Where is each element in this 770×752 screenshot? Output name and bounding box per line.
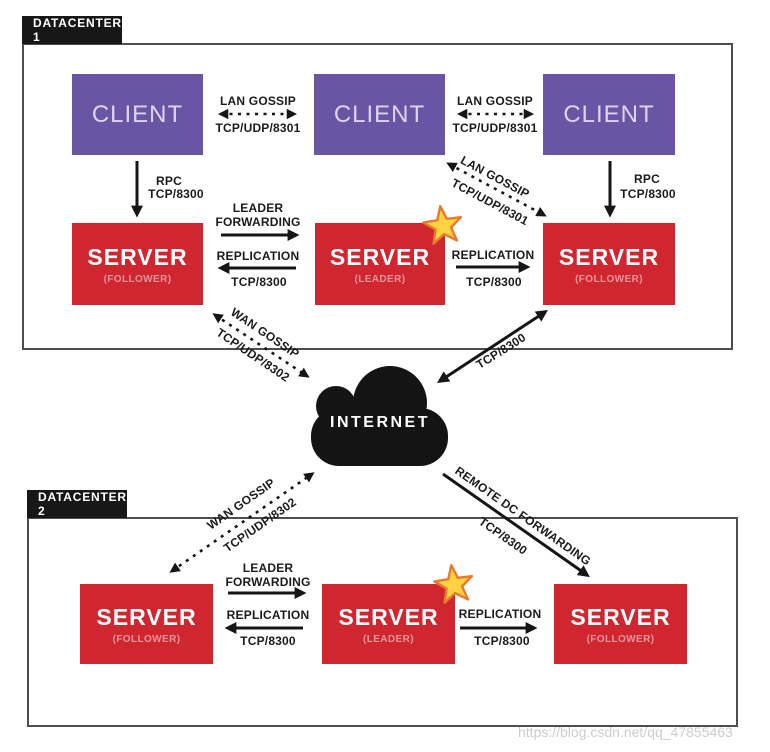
lan-gossip-title: LAN GOSSIP [456, 94, 534, 108]
dc1-client-box-3: CLIENT [543, 74, 675, 155]
replication-title: REPLICATION [216, 249, 300, 263]
wan-gossip-lower-arrow [169, 472, 315, 573]
client-label: CLIENT [333, 100, 426, 128]
dc1-server-box-follower-1: SERVER (FOLLOWER) [72, 223, 203, 305]
dc1-server-box-follower-2: SERVER (FOLLOWER) [543, 223, 675, 305]
internet-cloud-icon [311, 366, 448, 466]
lan-gossip-diagonal-arrow [446, 162, 547, 217]
server-label: SERVER [338, 603, 439, 630]
rpc-title: RPC [634, 172, 660, 186]
replication-title: REPLICATION [226, 608, 310, 622]
leader-forwarding-title-line2: FORWARDING [225, 575, 311, 589]
replication-port: TCP/8300 [240, 634, 296, 648]
watermark: https://blog.csdn.net/qq_47855463 [518, 724, 733, 740]
server-role-label: (FOLLOWER) [575, 273, 643, 285]
replication-title: REPLICATION [451, 248, 535, 262]
leader-star-icon-dc1 [422, 204, 463, 245]
replication-title: REPLICATION [458, 607, 542, 621]
datacenter1-tab: DATACENTER 1 [22, 16, 122, 44]
internet-label: INTERNET [330, 414, 430, 431]
client-label: CLIENT [91, 100, 184, 128]
server-label: SERVER [87, 243, 188, 270]
leader-forwarding-title-line1: LEADER [242, 561, 294, 575]
replication-port: TCP/8300 [466, 275, 522, 289]
dc2-server-box-follower-2: SERVER (FOLLOWER) [554, 584, 687, 664]
rpc-port: TCP/8300 [620, 187, 676, 201]
server-label: SERVER [96, 603, 197, 630]
datacenter2-tab: DATACENTER 2 [27, 490, 127, 518]
dc2-server-box-leader: SERVER (LEADER) [322, 584, 455, 664]
dc1-client-box-2: CLIENT [314, 74, 445, 155]
rpc-port: TCP/8300 [148, 187, 204, 201]
server-role-label: (LEADER) [363, 633, 414, 645]
replication-port: TCP/8300 [231, 275, 287, 289]
server-role-label: (LEADER) [354, 273, 406, 285]
datacenter2-panel [27, 517, 738, 727]
rpc-title: RPC [156, 174, 182, 188]
server-role-label: (FOLLOWER) [112, 633, 181, 645]
wan-gossip-upper-arrow [212, 313, 310, 378]
server-label: SERVER [558, 243, 660, 270]
leader-star-icon-dc2 [433, 563, 474, 604]
lan-gossip-title: LAN GOSSIP [219, 94, 297, 108]
dc2-server-box-follower-1: SERVER (FOLLOWER) [80, 584, 213, 664]
server-role-label: (FOLLOWER) [103, 273, 172, 285]
lan-gossip-port: TCP/UDP/8301 [215, 121, 301, 135]
client-label: CLIENT [563, 100, 655, 128]
leader-forwarding-title-line1: LEADER [232, 201, 284, 215]
dc1-client-box-1: CLIENT [72, 74, 203, 155]
replication-port: TCP/8300 [474, 634, 530, 648]
datacenter1-panel [22, 43, 733, 350]
remote-dc-forwarding-arrow [442, 472, 590, 578]
server-role-label: (FOLLOWER) [586, 633, 655, 645]
server-label: SERVER [570, 603, 671, 630]
lan-gossip-port: TCP/UDP/8301 [452, 121, 538, 135]
leader-forwarding-title-line2: FORWARDING [215, 215, 301, 229]
server-label: SERVER [329, 243, 431, 270]
dc1-server-box-leader: SERVER (LEADER) [315, 223, 445, 305]
internet-tcp8300-arrow [436, 310, 549, 383]
